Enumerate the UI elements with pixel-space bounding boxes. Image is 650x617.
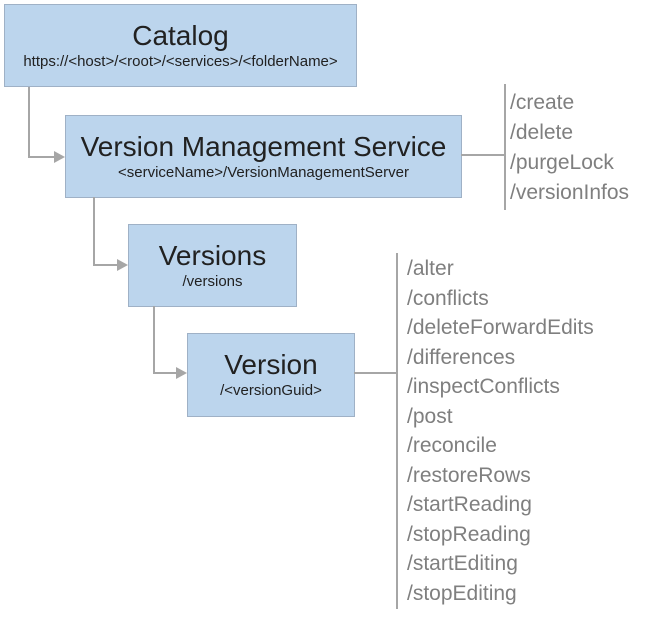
operation-item: /delete — [510, 121, 574, 144]
node-service-title: Version Management Service — [80, 130, 447, 162]
arrowhead-icon — [176, 367, 187, 379]
operation-item: /restoreRows — [407, 463, 531, 487]
node-version-management-service: Version Management Service <serviceName>… — [65, 115, 462, 198]
operation-item: /startEditing — [407, 552, 518, 575]
operations-version-bracket-line — [396, 253, 398, 609]
node-service-url: <serviceName>/VersionManagementServer — [118, 163, 409, 181]
operation-item: /inspectConflicts — [407, 375, 560, 398]
operation-item: /alter — [407, 257, 454, 280]
operation-item: /stopEditing — [407, 581, 517, 605]
connector-versions-to-version-vertical — [153, 306, 155, 373]
connector-catalog-to-service-horizontal — [28, 156, 54, 158]
connector-service-to-operations — [461, 154, 505, 156]
node-catalog: Catalog https://<host>/<root>/<services>… — [4, 4, 357, 87]
node-catalog-url: https://<host>/<root>/<services>/<folder… — [23, 52, 338, 70]
operations-service-bracket-line — [504, 84, 506, 210]
arrowhead-icon — [54, 151, 65, 163]
node-versions: Versions /versions — [128, 224, 297, 307]
node-version-url: /<versionGuid> — [220, 382, 322, 400]
operation-item: /differences — [407, 345, 516, 369]
connector-service-to-versions-horizontal — [93, 264, 117, 266]
node-versions-title: Versions — [158, 239, 267, 271]
operation-item: /versionInfos — [510, 181, 630, 204]
node-catalog-title: Catalog — [132, 19, 229, 51]
arrowhead-icon — [117, 259, 128, 271]
connector-catalog-to-service-vertical — [28, 87, 30, 157]
operation-item: /startReading — [407, 493, 532, 516]
node-version: Version /<versionGuid> — [187, 333, 355, 417]
connector-versions-to-version-horizontal — [153, 372, 176, 374]
operation-item: /deleteForwardEdits — [407, 316, 594, 339]
operation-item: /reconcile — [407, 434, 497, 457]
operation-item: /stopReading — [407, 522, 531, 546]
operation-item: /purgeLock — [510, 151, 614, 174]
operation-item: /post — [407, 404, 453, 428]
operation-item: /conflicts — [407, 286, 489, 310]
operations-list-version: /alter /conflicts /deleteForwardEdits /d… — [407, 254, 594, 608]
node-version-title: Version — [224, 349, 318, 381]
operations-list-service: /create /delete /purgeLock /versionInfos — [510, 88, 629, 208]
operation-item: /create — [510, 91, 575, 114]
node-versions-url: /versions — [182, 272, 243, 290]
connector-version-to-operations — [354, 372, 397, 374]
connector-service-to-versions-vertical — [93, 197, 95, 265]
